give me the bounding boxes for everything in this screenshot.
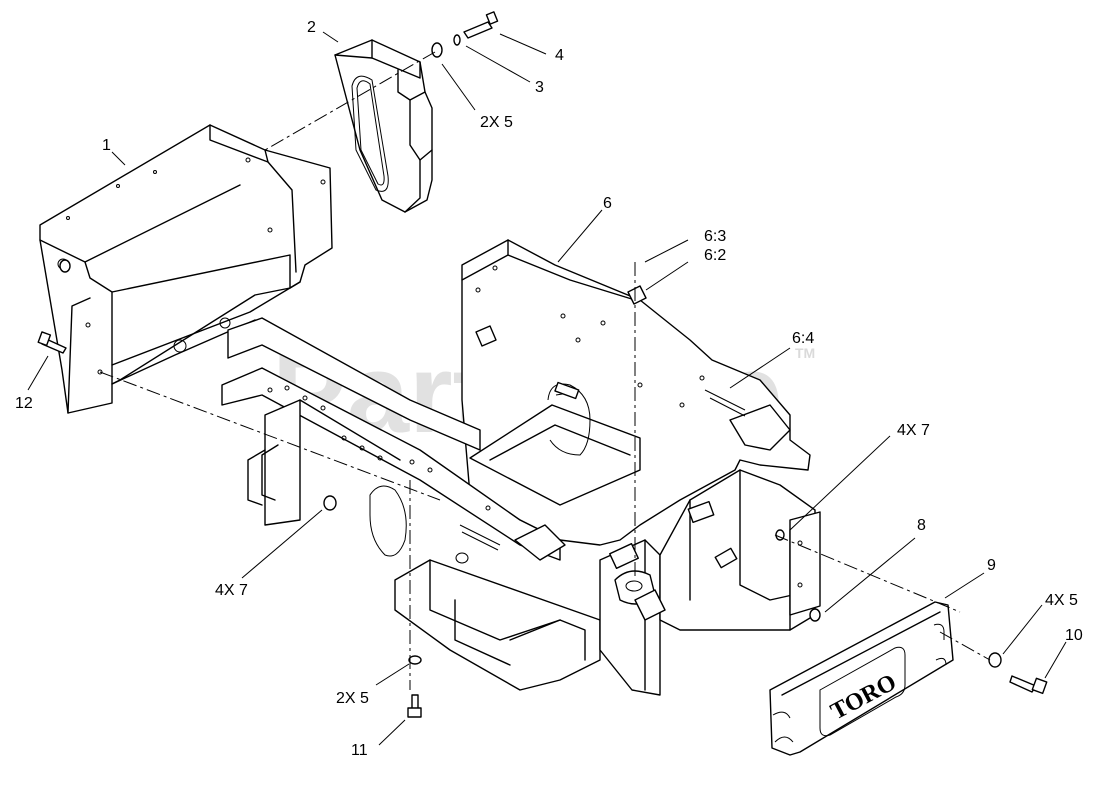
part-2-weight-block [334, 39, 433, 213]
right-hardware [775, 529, 1048, 695]
callout-11: 11 [351, 742, 368, 759]
callout-6-2: 6:2 [704, 247, 726, 264]
callout-3: 3 [535, 79, 544, 96]
left-hardware [37, 259, 422, 718]
part-6-main-frame [221, 239, 821, 696]
callout-1: 1 [102, 137, 111, 154]
callout-6: 6 [603, 195, 612, 212]
callout-12: 12 [15, 395, 33, 412]
callout-2x5-top: 2X 5 [480, 114, 513, 131]
callout-4x5: 4X 5 [1045, 592, 1078, 609]
callout-8: 8 [917, 517, 926, 534]
callout-4: 4 [555, 47, 564, 64]
assembly-lines [99, 51, 991, 690]
callout-6-3: 6:3 [704, 228, 726, 245]
callout-labels: 2 4 3 2X 5 1 6 6:3 6:2 6:4 12 4X 7 8 9 4… [15, 19, 1083, 759]
callout-10: 10 [1065, 627, 1083, 644]
leader-lines [27, 31, 1067, 746]
callout-9: 9 [987, 557, 996, 574]
watermark-trademark: TM [795, 345, 815, 361]
callout-4x7-right: 4X 7 [897, 422, 930, 439]
callout-6-4: 6:4 [792, 330, 814, 347]
callout-4x7-left: 4X 7 [215, 582, 248, 599]
callout-2: 2 [307, 19, 316, 36]
part-1-rear-bracket [39, 124, 333, 414]
top-hardware [431, 11, 499, 58]
callout-2x5-bottom: 2X 5 [336, 690, 369, 707]
